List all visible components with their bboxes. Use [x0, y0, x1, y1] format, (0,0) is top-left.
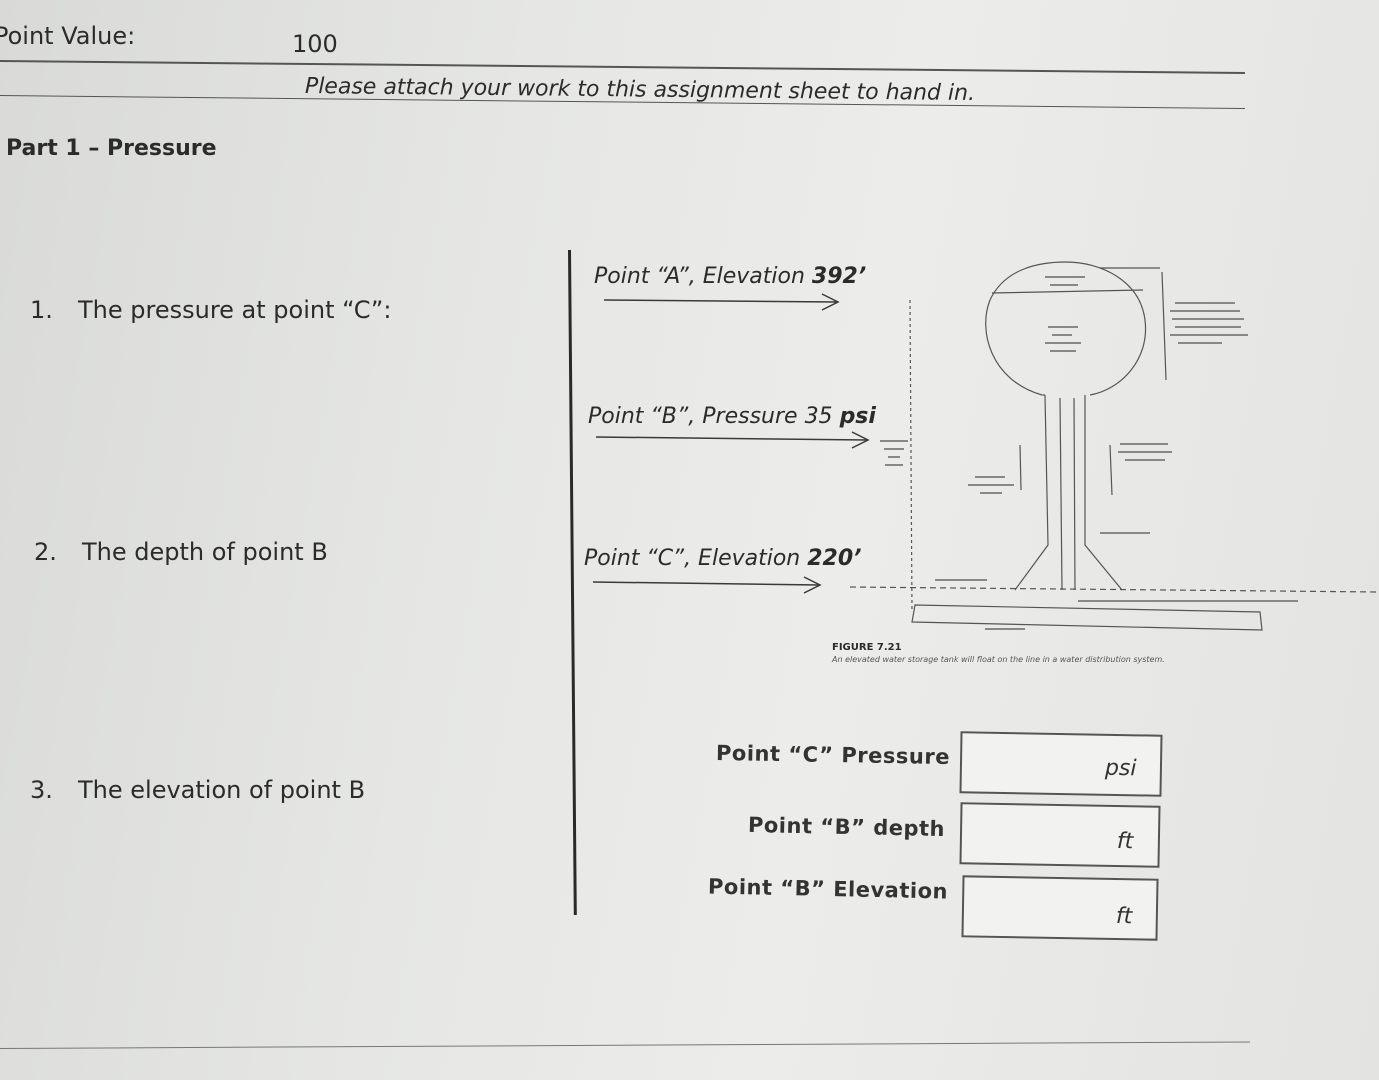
figure-caption: An elevated water storage tank will floa…	[832, 655, 1165, 664]
tank-drawing	[849, 261, 1379, 631]
answer-label-b-depth: Point “B” depth	[747, 812, 946, 842]
question-2: 2. The depth of point B	[34, 538, 328, 566]
question-text: The pressure at point “C”:	[78, 296, 392, 324]
question-text: The depth of point B	[82, 538, 328, 566]
question-number: 2.	[34, 538, 57, 566]
point-value-label: Point Value:	[0, 22, 136, 50]
unit-ft: ft	[1115, 903, 1133, 930]
question-3: 3. The elevation of point B	[30, 776, 365, 804]
point-a-arrow	[603, 293, 840, 311]
tank-annotations	[880, 276, 1298, 630]
answer-box-b-elevation[interactable]: ft	[961, 875, 1159, 941]
question-number: 3.	[30, 776, 53, 804]
answer-box-c-pressure[interactable]: psi	[959, 731, 1163, 797]
answer-label-c-pressure: Point “C” Pressure	[715, 740, 951, 770]
point-c-arrow	[592, 576, 822, 594]
answer-box-b-depth[interactable]: ft	[959, 802, 1161, 868]
point-a-label: Point “A”, Elevation 392’	[594, 264, 867, 289]
point-b-arrow	[595, 431, 870, 449]
unit-ft: ft	[1116, 828, 1134, 855]
unit-psi: psi	[1104, 755, 1137, 782]
part-title: Part 1 – Pressure	[6, 136, 217, 161]
question-1: 1. The pressure at point “C”:	[30, 296, 391, 324]
answer-label-b-elevation: Point “B” Elevation	[707, 874, 949, 904]
question-number: 1.	[30, 296, 53, 324]
figure-caption-title: FIGURE 7.21	[832, 642, 902, 653]
point-value: 100	[292, 30, 338, 58]
point-c-label: Point “C”, Elevation 220’	[584, 546, 862, 571]
point-b-label: Point “B”, Pressure 35 psi	[588, 404, 876, 429]
question-text: The elevation of point B	[78, 776, 366, 804]
